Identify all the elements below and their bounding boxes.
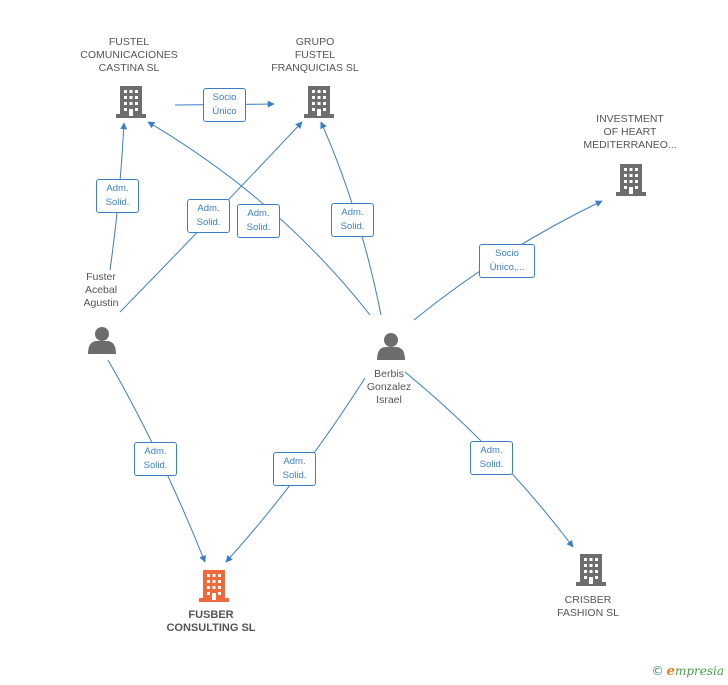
- person-label-berbis-gonzalez[interactable]: Berbis Gonzalez Israel: [366, 368, 412, 406]
- edge-label-adm-solid: Adm. Solid.: [96, 179, 139, 213]
- company-label-fusber-consulting[interactable]: FUSBER CONSULTING SL: [166, 609, 256, 634]
- edge-label-adm-solid: Adm. Solid.: [470, 441, 513, 475]
- edge-label-adm-solid: Adm. Solid.: [237, 204, 280, 238]
- brand-watermark: ©empresia: [652, 664, 724, 679]
- building-icon-main: [199, 570, 229, 602]
- building-icon: [616, 164, 646, 196]
- building-icon: [576, 554, 606, 586]
- person-icon: [88, 327, 116, 354]
- company-label-grupo-fustel[interactable]: GRUPO FUSTEL FRANQUICIAS SL: [271, 36, 359, 74]
- brand-initial: e: [666, 664, 675, 679]
- company-label-fustel-castina[interactable]: FUSTEL COMUNICACIONES CASTINA SL: [80, 36, 178, 74]
- edge-label-socio-unico: Socio Único: [203, 88, 246, 122]
- person-label-fuster-acebal[interactable]: Fuster Acebal Agustin: [83, 271, 119, 309]
- edge-label-adm-solid: Adm. Solid.: [187, 199, 230, 233]
- person-icon: [377, 333, 405, 360]
- brand-name: mpresia: [674, 664, 724, 678]
- edge-label-adm-solid: Adm. Solid.: [134, 442, 177, 476]
- company-label-crisber-fashion[interactable]: CRISBER FASHION SL: [557, 594, 619, 619]
- edge-label-socio-unico: Socio Único,...: [479, 244, 535, 278]
- copyright-symbol: ©: [651, 664, 664, 678]
- edge-label-adm-solid: Adm. Solid.: [331, 203, 374, 237]
- edge-label-adm-solid: Adm. Solid.: [273, 452, 316, 486]
- company-label-investment-heart[interactable]: INVESTMENT OF HEART MEDITERRANEO...: [583, 113, 677, 151]
- building-icon: [116, 86, 146, 118]
- building-icon: [304, 86, 334, 118]
